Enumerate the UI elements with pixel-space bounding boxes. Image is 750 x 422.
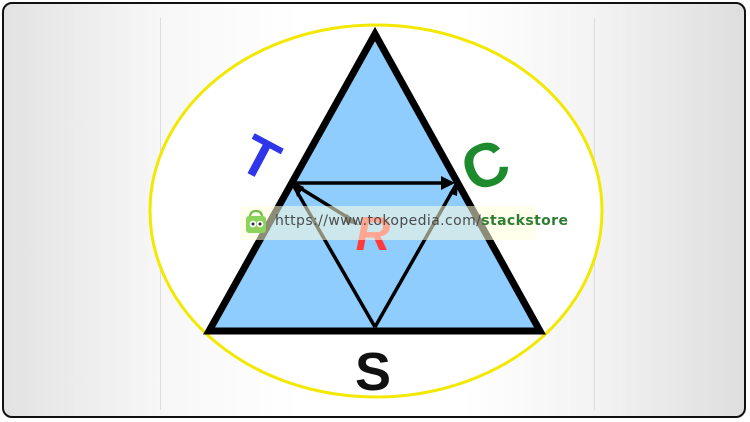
letter-s: S	[355, 342, 391, 402]
tokopedia-bag-icon	[246, 209, 266, 233]
url-prefix: https://www.tokopedia.com/	[275, 213, 482, 229]
store-url-watermark: https://www.tokopedia.com/stackstore	[275, 213, 568, 229]
url-store: stackstore	[481, 213, 569, 229]
watermark-bar	[240, 206, 536, 240]
